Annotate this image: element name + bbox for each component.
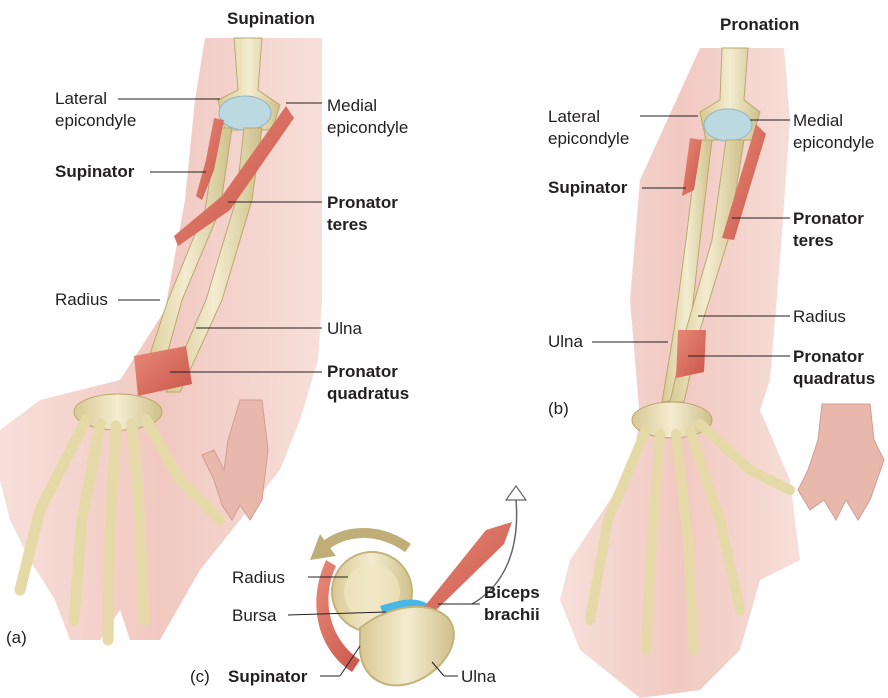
panel-a-title: Supination [227, 8, 315, 29]
panel-b-pronator-quadratus-2: quadratus [793, 368, 875, 389]
panel-c-ulna-label: Ulna [461, 666, 496, 687]
panel-c-supinator-label: Supinator [228, 666, 307, 687]
panel-c-tag: (c) [190, 666, 210, 687]
panel-a-cartilage [219, 96, 271, 130]
panel-b-pronator-quadratus-1: Pronator [793, 346, 864, 367]
panel-c-biceps-2: brachii [484, 604, 540, 625]
panel-a-pronator-quadratus-1: Pronator [327, 361, 398, 382]
panel-c-radius-label: Radius [232, 567, 285, 588]
panel-a-pronator-quadratus-2: quadratus [327, 383, 409, 404]
panel-a-medial-epicondyle-2: epicondyle [327, 117, 408, 138]
panel-a-pronator-teres-1: Pronator [327, 192, 398, 213]
panel-a-pronator-teres-2: teres [327, 214, 368, 235]
panel-b-tag: (b) [548, 398, 569, 419]
panel-b-lateral-epicondyle-1: Lateral [548, 106, 600, 127]
panel-b-lateral-epicondyle-2: epicondyle [548, 128, 629, 149]
panel-c-biceps-1: Biceps [484, 582, 540, 603]
panel-a-medial-epicondyle-1: Medial [327, 95, 377, 116]
panel-a-supinator-label: Supinator [55, 161, 134, 182]
panel-a-ulna-label: Ulna [327, 318, 362, 339]
panel-b-title: Pronation [720, 14, 799, 35]
panel-b-supinator-label: Supinator [548, 177, 627, 198]
panel-b-medial-epicondyle-1: Medial [793, 110, 843, 131]
panel-b-pronator-teres-1: Pronator [793, 208, 864, 229]
panel-c-rotation-arrow [322, 533, 408, 548]
panel-b-radius-label: Radius [793, 306, 846, 327]
panel-a-arm [0, 38, 322, 640]
panel-a-lateral-epicondyle-2: epicondyle [55, 110, 136, 131]
panel-a-tag: (a) [6, 627, 27, 648]
panel-c-bursa-label: Bursa [232, 605, 276, 626]
panel-b-medial-epicondyle-2: epicondyle [793, 132, 874, 153]
panel-b-pronator-teres-2: teres [793, 230, 834, 251]
panel-b-hand-inset [798, 404, 884, 520]
panel-a-radius-label: Radius [55, 289, 108, 310]
panel-c-ulna [360, 607, 454, 686]
panel-a-lateral-epicondyle-1: Lateral [55, 88, 107, 109]
panel-b-ulna-label: Ulna [548, 331, 583, 352]
